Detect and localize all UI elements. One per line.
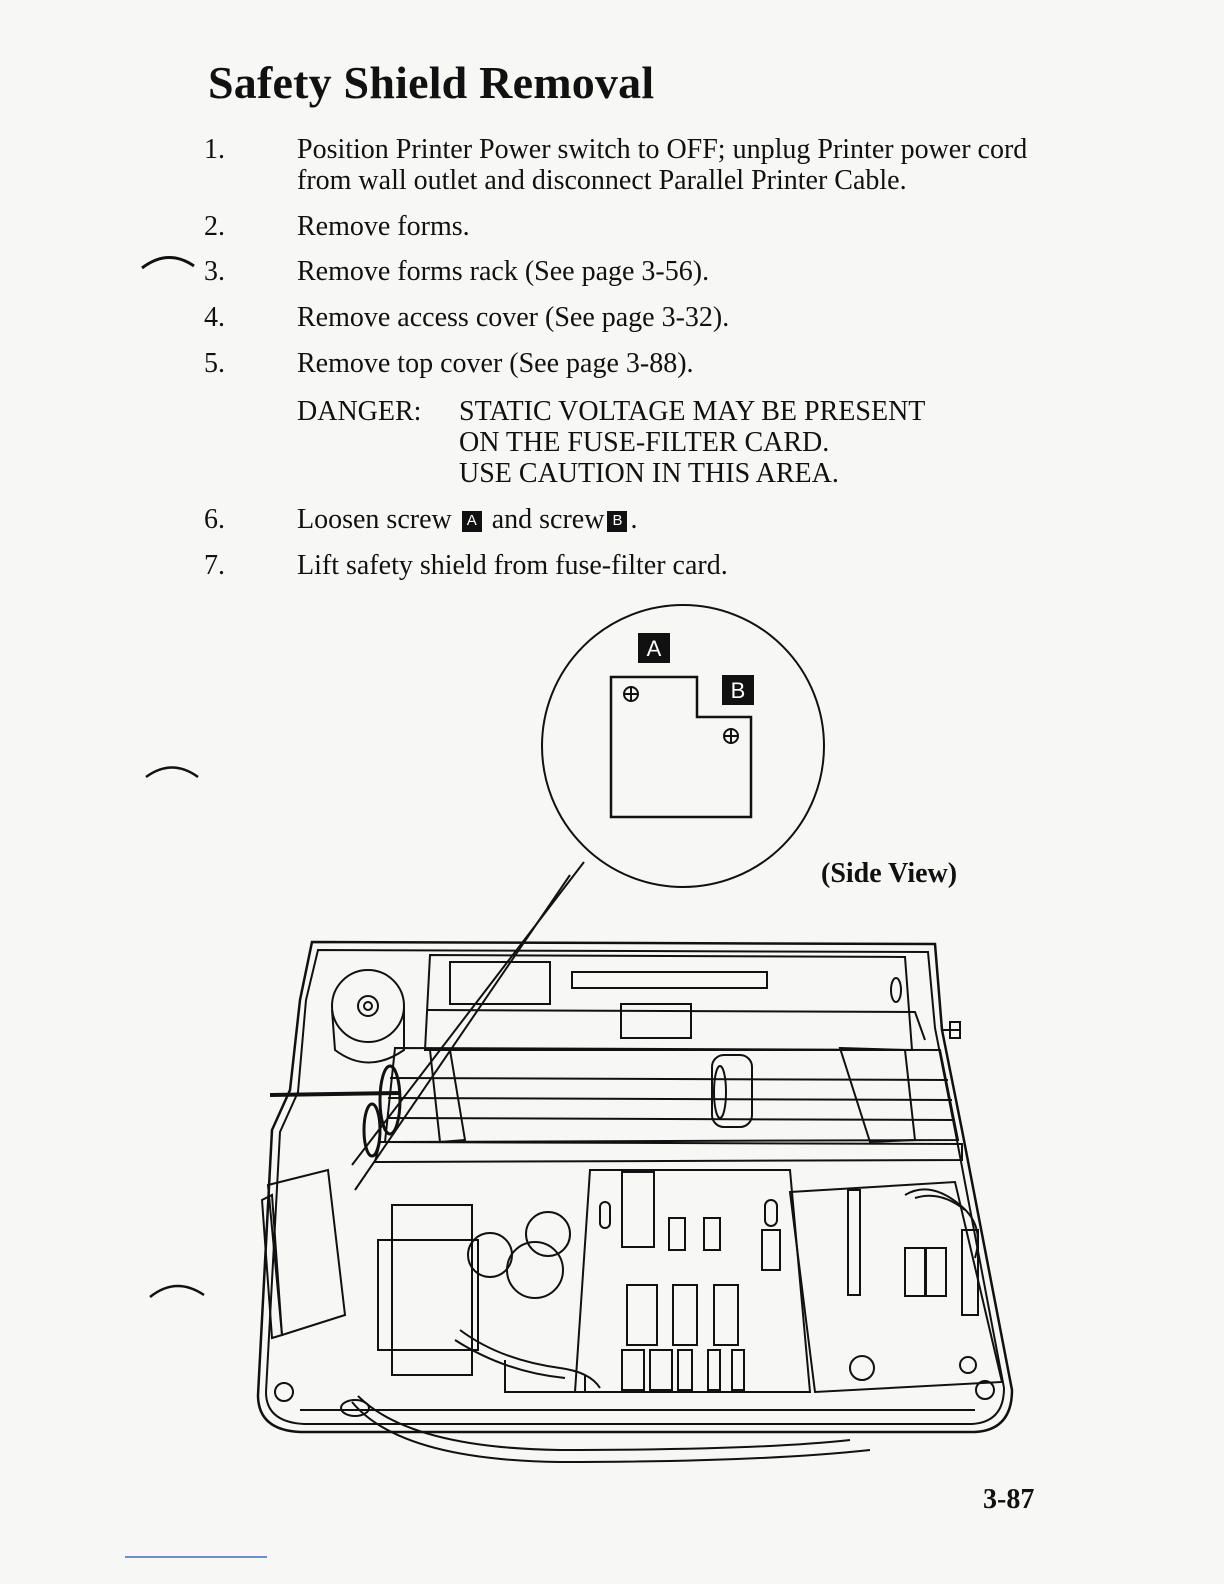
step-number: 3.	[204, 256, 225, 287]
page-title: Safety Shield Removal	[208, 57, 655, 108]
danger-label: DANGER:	[297, 396, 422, 427]
margin-marks	[141, 256, 205, 1298]
callout-a-label: A	[647, 636, 662, 661]
step-number: 1.	[204, 134, 225, 165]
step-text: Remove top cover (See page 3-88).	[297, 348, 694, 379]
page-number: 3-87	[983, 1484, 1035, 1515]
danger-line-3: USE CAUTION IN THIS AREA.	[459, 458, 839, 489]
printer-body	[256, 940, 1014, 1464]
screw-b-icon	[723, 728, 739, 744]
margin-mark	[141, 256, 195, 270]
detail-circle	[541, 604, 825, 888]
step-text: Remove forms.	[297, 211, 470, 242]
danger-line-2: ON THE FUSE-FILTER CARD.	[459, 427, 830, 458]
step-number: 4.	[204, 302, 225, 333]
printer-illustration: A B	[256, 604, 1014, 1464]
step-text-b: and screw	[491, 504, 605, 535]
margin-mark	[145, 766, 199, 779]
step-number: 2.	[204, 211, 225, 242]
danger-line-1: STATIC VOLTAGE MAY BE PRESENT	[459, 396, 926, 427]
step-number: 7.	[204, 550, 225, 581]
step-text-c: .	[630, 504, 638, 535]
step-text: Remove access cover (See page 3-32).	[297, 302, 730, 333]
step-text-a: Loosen screw	[297, 504, 452, 535]
callout-b-label: B	[731, 678, 746, 703]
step-text: Remove forms rack (See page 3-56).	[297, 256, 710, 287]
figure-caption: (Side View)	[821, 858, 958, 889]
leader-line	[354, 874, 571, 1191]
step-number: 5.	[204, 348, 225, 379]
margin-mark	[149, 1284, 205, 1298]
callout-b-box	[722, 675, 754, 705]
step-number: 6.	[204, 504, 225, 535]
safety-shield-outline	[609, 675, 753, 819]
step-text: Lift safety shield from fuse-filter card…	[297, 550, 728, 581]
step-text: Position Printer Power switch to OFF; un…	[297, 134, 1028, 196]
footer-rule	[125, 1556, 267, 1558]
screw-a-icon	[623, 686, 639, 702]
screw-a-key: A	[461, 511, 482, 532]
callout-a-box	[638, 633, 670, 663]
screw-b-key: B	[607, 511, 628, 532]
